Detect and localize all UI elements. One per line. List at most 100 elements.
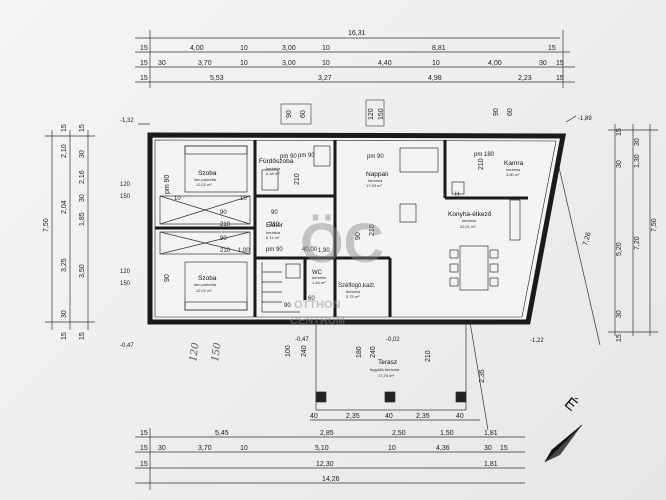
door-pm90-1: pm 90	[280, 154, 297, 160]
dim-terrace-4: 40	[456, 413, 464, 420]
hand-150: 150	[210, 341, 224, 362]
left-opening-1: 120	[120, 182, 131, 188]
terrace	[315, 321, 489, 431]
door-90-c: 90	[220, 236, 227, 242]
room-terasz-area: 17,78 m²	[378, 373, 394, 378]
room-eloter-floor: kerámia	[266, 230, 281, 235]
dim-left-b4: 1,85	[79, 212, 86, 226]
dim-left-b5: 3,50	[79, 264, 86, 278]
dim-left-a1: 2,10	[61, 144, 68, 158]
left-dimension-lines	[45, 130, 95, 330]
dim-left-a0: 15	[61, 124, 68, 132]
dim-left-a4: 30	[61, 310, 68, 318]
shower	[313, 145, 331, 167]
room-kamra-name: Kamra	[504, 160, 524, 167]
room-wc-floor: kerámia	[312, 275, 327, 280]
window-markers-top	[280, 99, 385, 127]
level-2: -1,89	[578, 116, 592, 122]
dim-top-r2-4: 3,00	[282, 60, 296, 67]
dim-top-r1-2: 10	[240, 45, 248, 52]
dim-right-b2: 7,20	[634, 236, 641, 250]
opening-100: 180	[356, 346, 363, 358]
right-dimension-texts: 7,50 15 30 5,20 30 15 30 1,30 7,20 7,26 …	[479, 128, 658, 383]
dim-left-a5: 15	[61, 332, 68, 340]
dim-left-a3: 3,25	[61, 258, 68, 272]
dim-right-b0: 30	[634, 138, 641, 146]
dim-top-r3-2: 3,27	[318, 75, 332, 82]
dim-top-r2-9: 30	[539, 60, 547, 67]
opening-150: 150	[378, 108, 385, 120]
room-nappali-area: 17,93 m²	[366, 183, 382, 188]
room-furdo-floor: kerámia	[266, 166, 281, 171]
watermark-line1: ÖC	[300, 211, 384, 274]
dim-top-r2-7: 10	[432, 60, 440, 67]
watermark-line3: CENTRUM	[290, 315, 345, 327]
level-markers: -1,32 -1,89 -0,47 -1,22 -0,47 -0,02	[120, 115, 592, 349]
room-nappali-floor: kerámia	[368, 178, 383, 183]
room-wc-name: WC	[312, 270, 323, 276]
dim-top-total: 16,31	[348, 30, 366, 37]
dining-table	[459, 245, 489, 291]
room-szoba-1-area: 12,02 m²	[196, 182, 212, 187]
dim-bot-r2-4: 5,10	[315, 445, 329, 452]
door-pm90-2: pm 90	[367, 154, 384, 160]
dim-bot-r2-0: 15	[140, 445, 148, 452]
wc-bowl	[285, 263, 301, 279]
right-dimension-lines	[554, 124, 658, 346]
dim-left-b3: 30	[79, 194, 86, 202]
north-label: É	[561, 393, 581, 414]
door-210-b: 210	[269, 222, 280, 228]
kitchen-counter	[509, 199, 521, 241]
dim-top-r2-3: 10	[240, 60, 248, 67]
boiler-box	[451, 181, 465, 195]
bottom-dimension-texts: 40 2,35 40 2,35 40 15 5,45 2,85 2,50 1,5…	[140, 413, 508, 483]
room-szelfogo-floor: kerámia	[346, 289, 361, 294]
dim-terrace-2: 40	[385, 413, 393, 420]
fixtures	[159, 145, 521, 313]
dim-top-r1-5: 8,81	[432, 45, 446, 52]
watermark-line2: OTTHON	[294, 299, 340, 311]
room-furdo-area: 6,48 m²	[266, 171, 280, 176]
dim-left-b0: 15	[79, 124, 86, 132]
dim-right-a4: 15	[616, 334, 623, 342]
wardrobe-2	[159, 231, 251, 255]
dim-top-r2-6: 4,40	[378, 60, 392, 67]
dim-right-a0: 15	[616, 128, 623, 136]
north-arrow: É	[544, 393, 583, 463]
left-opening-2: 150	[120, 194, 131, 200]
room-szoba-2-name: Szoba	[198, 275, 217, 282]
room-eloter-name: Előtér	[266, 222, 284, 229]
door-210-1: 210	[294, 173, 301, 185]
dim-bot-r1-2: 2,85	[320, 430, 334, 437]
room-szoba-2-area: 12,02 m²	[196, 288, 212, 293]
dim-top-r2-1: 30	[158, 60, 166, 67]
window-pm90-l2: 90	[164, 274, 171, 282]
dim-bot-r2-6: 4,36	[436, 445, 450, 452]
dim-top-r3-1: 5,53	[210, 75, 224, 82]
room-kamra-area: 4,80 m²	[506, 172, 520, 177]
door-210-a: 210	[220, 222, 231, 228]
opening-90-c: 100	[285, 345, 292, 357]
dim-top-r2-0: 15	[140, 60, 148, 67]
dim-bot-r2-8: 15	[500, 445, 508, 452]
dim-top-r1-6: 15	[548, 45, 556, 52]
dim-top-r1-3: 3,00	[282, 45, 296, 52]
dim-bot-r1-0: 15	[140, 430, 148, 437]
dim-1-90: 40,00	[302, 247, 318, 253]
opening-90-b: 90	[493, 108, 500, 116]
opening-60-b: 60	[507, 108, 514, 116]
dim-bot-r2-2: 3,70	[198, 445, 212, 452]
dim-top-r1-1: 4,00	[190, 45, 204, 52]
dim-terrace-0: 40	[310, 413, 318, 420]
opening-60-c: 240	[301, 345, 308, 357]
room-szelfogo-name: Szélfogó,kazl.	[338, 283, 376, 289]
room-szelfogo-area: 3,75 m²	[346, 294, 360, 299]
dim-top-r2-8: 4,00	[488, 60, 502, 67]
opening-120: 120	[368, 108, 375, 120]
top-dimension-lines	[135, 30, 575, 88]
opening-60-a: 60	[300, 110, 307, 118]
level-1: -1,32	[120, 118, 134, 124]
boiler-mark: H	[455, 192, 459, 198]
watermark: ÖC OTTHON CENTRUM	[290, 211, 384, 327]
